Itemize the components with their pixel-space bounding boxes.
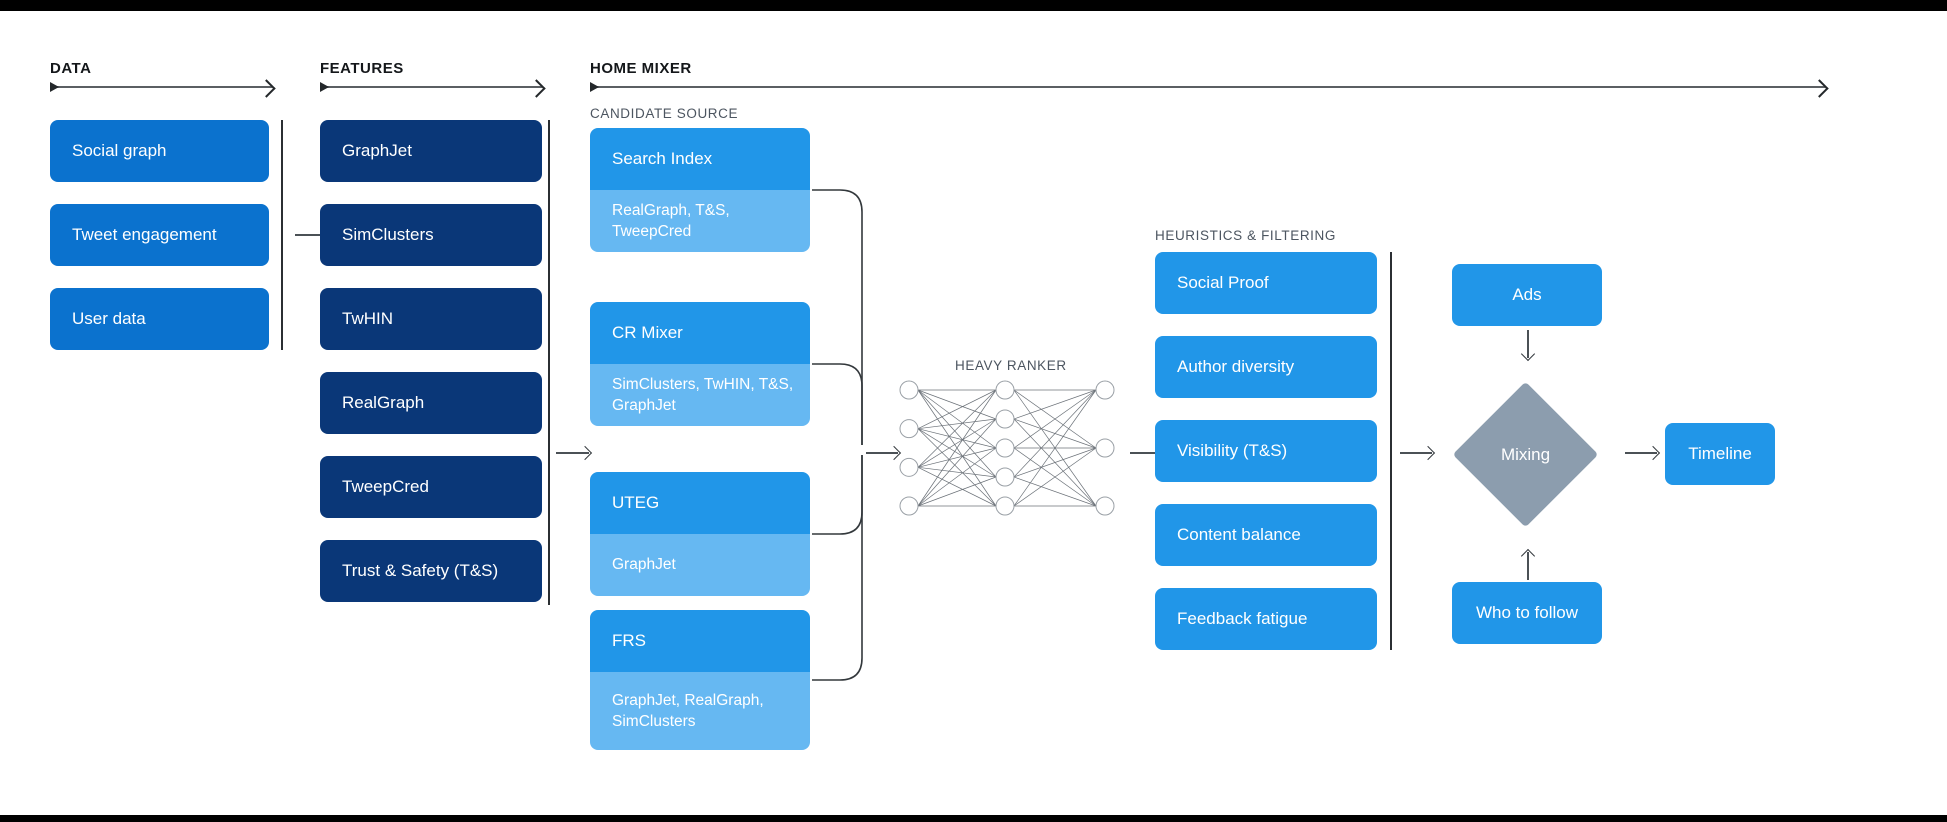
data-box-user-data[interactable]: User data <box>50 288 269 350</box>
section-header-home-mixer: HOME MIXER <box>590 60 692 77</box>
feature-box-label: GraphJet <box>342 140 412 160</box>
subsection-header-heavy-ranker: HEAVY RANKER <box>955 358 1067 373</box>
heuristic-box-label: Visibility (T&S) <box>1177 440 1288 460</box>
heuristic-box-label: Social Proof <box>1177 272 1269 292</box>
output-box-timeline[interactable]: Timeline <box>1665 423 1775 485</box>
feature-box-label: SimClusters <box>342 224 434 244</box>
output-box-label: Who to follow <box>1475 602 1579 622</box>
divider-data-features <box>281 120 283 350</box>
heuristic-box-label: Author diversity <box>1177 356 1295 376</box>
mixing-label: Mixing <box>1500 444 1551 464</box>
output-box-label: Ads <box>1512 284 1542 304</box>
arrow-ads-to-mixing <box>1527 330 1529 358</box>
feature-box-graphjet[interactable]: GraphJet <box>320 120 542 182</box>
top-letterbox-bar <box>0 0 1947 11</box>
candidate-source-card-cr-mixer[interactable]: CR Mixer SimClusters, TwHIN, T&S, GraphJ… <box>590 302 810 426</box>
candidate-source-card-search-index[interactable]: Search Index RealGraph, T&S, TweepCred <box>590 128 810 252</box>
candidate-source-features: SimClusters, TwHIN, T&S, GraphJet <box>590 364 810 426</box>
feature-box-twhin[interactable]: TwHIN <box>320 288 542 350</box>
arrow-heuristics-to-mixing <box>1400 452 1432 454</box>
heavy-ranker-network <box>899 380 1115 516</box>
heuristic-box-content-balance[interactable]: Content balance <box>1155 504 1377 566</box>
data-box-label: User data <box>72 308 146 328</box>
heuristic-box-visibility[interactable]: Visibility (T&S) <box>1155 420 1377 482</box>
section-rule-data <box>50 82 272 92</box>
candidate-source-title: Search Index <box>590 128 810 190</box>
heuristic-box-label: Feedback fatigue <box>1177 608 1308 628</box>
output-box-ads[interactable]: Ads <box>1452 264 1602 326</box>
candidate-source-card-uteg[interactable]: UTEG GraphJet <box>590 472 810 596</box>
arrow-mixing-to-timeline <box>1625 452 1657 454</box>
candidate-source-card-frs[interactable]: FRS GraphJet, RealGraph, SimClusters <box>590 610 810 750</box>
divider-heuristics-output <box>1390 252 1392 650</box>
heuristic-box-social-proof[interactable]: Social Proof <box>1155 252 1377 314</box>
data-box-label: Social graph <box>72 140 167 160</box>
candidate-source-features: RealGraph, T&S, TweepCred <box>590 190 810 252</box>
arrow-features-to-candidate-source <box>556 452 589 454</box>
feature-box-tweepcred[interactable]: TweepCred <box>320 456 542 518</box>
candidate-source-title: CR Mixer <box>590 302 810 364</box>
output-box-who-to-follow[interactable]: Who to follow <box>1452 582 1602 644</box>
arrow-ranker-to-heuristics <box>1130 452 1162 454</box>
heuristic-box-author-diversity[interactable]: Author diversity <box>1155 336 1377 398</box>
bottom-letterbox-bar <box>0 815 1947 822</box>
arrow-data-to-features <box>295 234 328 236</box>
feature-box-label: TweepCred <box>342 476 429 496</box>
feature-box-label: Trust & Safety (T&S) <box>342 560 499 580</box>
feature-box-simclusters[interactable]: SimClusters <box>320 204 542 266</box>
mixing-node[interactable]: Mixing <box>1452 381 1599 528</box>
feature-box-trust-safety[interactable]: Trust & Safety (T&S) <box>320 540 542 602</box>
feature-box-realgraph[interactable]: RealGraph <box>320 372 542 434</box>
section-header-data: DATA <box>50 60 92 77</box>
feature-box-label: TwHIN <box>342 308 393 328</box>
heuristic-box-feedback-fatigue[interactable]: Feedback fatigue <box>1155 588 1377 650</box>
output-box-label: Timeline <box>1688 443 1752 463</box>
feature-box-label: RealGraph <box>342 392 425 412</box>
arrow-who-to-follow-to-mixing <box>1527 552 1529 580</box>
data-box-social-graph[interactable]: Social graph <box>50 120 269 182</box>
candidate-source-features: GraphJet, RealGraph, SimClusters <box>590 672 810 750</box>
subsection-header-heuristics: HEURISTICS & FILTERING <box>1155 228 1336 243</box>
divider-features-home-mixer <box>548 120 550 605</box>
data-box-label: Tweet engagement <box>72 224 217 244</box>
candidate-source-features: GraphJet <box>590 534 810 596</box>
section-rule-home-mixer <box>590 82 1825 92</box>
heuristic-box-label: Content balance <box>1177 524 1301 544</box>
subsection-header-candidate-source: CANDIDATE SOURCE <box>590 106 739 121</box>
arrow-candidate-source-to-ranker <box>866 452 898 454</box>
section-rule-features <box>320 82 542 92</box>
candidate-source-title: UTEG <box>590 472 810 534</box>
section-header-features: FEATURES <box>320 60 404 77</box>
data-box-tweet-engagement[interactable]: Tweet engagement <box>50 204 269 266</box>
candidate-source-title: FRS <box>590 610 810 672</box>
